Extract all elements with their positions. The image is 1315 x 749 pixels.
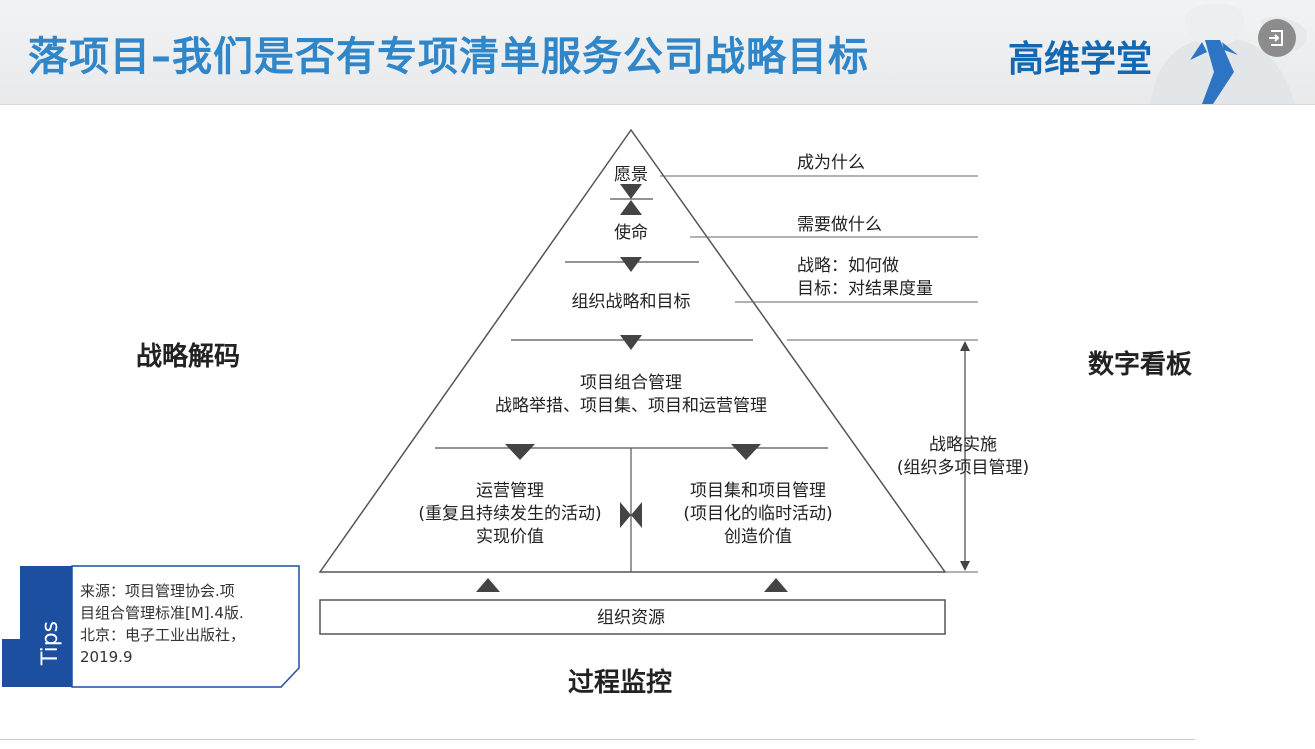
tips-line: 来源：项目管理协会.项 bbox=[80, 582, 235, 600]
exit-icon bbox=[1269, 30, 1283, 46]
bracket-arrow-down bbox=[960, 561, 970, 571]
exit-fullscreen-button[interactable] bbox=[1258, 19, 1296, 57]
tips-line: 2019.9 bbox=[80, 648, 133, 666]
arrow-resources-proj bbox=[764, 578, 788, 592]
bowtie-left bbox=[620, 502, 631, 528]
level-ops-detail: (重复且持续发生的活动) bbox=[418, 504, 601, 524]
level-proj-detail: (项目化的临时活动) bbox=[683, 504, 832, 524]
level-portfolio-title: 项目组合管理 bbox=[580, 373, 682, 393]
arrow-strategy-portfolio bbox=[620, 335, 642, 350]
arrow-mission-strategy bbox=[620, 257, 642, 272]
arrow-resources-ops bbox=[476, 578, 500, 592]
tips-label: Tips bbox=[38, 621, 63, 666]
level-proj-title: 项目集和项目管理 bbox=[690, 481, 826, 501]
label-digital-dashboard: 数字看板 bbox=[1088, 350, 1193, 380]
page-title: 落项目–我们是否有专项清单服务公司战略目标 bbox=[28, 34, 869, 80]
arrow-portfolio-ops bbox=[505, 444, 535, 460]
implementation-detail: (组织多项目管理) bbox=[897, 458, 1029, 478]
arrow-portfolio-proj bbox=[731, 444, 761, 460]
label-strategy-decoding: 战略解码 bbox=[136, 342, 241, 372]
pyramid-outline bbox=[318, 128, 947, 573]
resources-box bbox=[319, 599, 946, 635]
brand-logo: 高维学堂 bbox=[1008, 39, 1153, 80]
tips-line: 目组合管理标准[M].4版. bbox=[80, 604, 244, 622]
resources-label: 组织资源 bbox=[597, 608, 665, 628]
level-proj-value: 创造价值 bbox=[724, 527, 792, 547]
level-mission: 使命 bbox=[614, 222, 648, 243]
level-ops-title: 运营管理 bbox=[476, 481, 544, 501]
note-goal: 目标：对结果度量 bbox=[797, 279, 933, 299]
bracket-arrow-up bbox=[960, 341, 970, 351]
level-org-strategy: 组织战略和目标 bbox=[572, 292, 691, 312]
level-vision: 愿景 bbox=[614, 165, 648, 185]
tips-citation: 来源：项目管理协会.项 目组合管理标准[M].4版. 北京：电子工业出版社， 2… bbox=[80, 580, 295, 668]
note-mission: 需要做什么 bbox=[797, 215, 882, 235]
tips-line: 北京：电子工业出版社， bbox=[80, 626, 246, 644]
bowtie-right bbox=[631, 502, 642, 528]
note-vision: 成为什么 bbox=[797, 153, 865, 173]
header-banner: 落项目–我们是否有专项清单服务公司战略目标 高维学堂 bbox=[0, 0, 1315, 105]
note-strategy: 战略：如何做 bbox=[797, 256, 899, 276]
arrow-vision-mission bbox=[620, 184, 642, 199]
label-process-monitoring: 过程监控 bbox=[568, 668, 673, 698]
level-portfolio-detail: 战略举措、项目集、项目和运营管理 bbox=[495, 396, 767, 416]
arrow-mission-up bbox=[620, 200, 642, 215]
implementation-title: 战略实施 bbox=[929, 435, 997, 455]
level-ops-value: 实现价值 bbox=[476, 527, 544, 547]
tips-tab bbox=[2, 566, 72, 687]
footer-divider bbox=[0, 739, 1195, 740]
tips-box: Tips bbox=[2, 565, 300, 688]
